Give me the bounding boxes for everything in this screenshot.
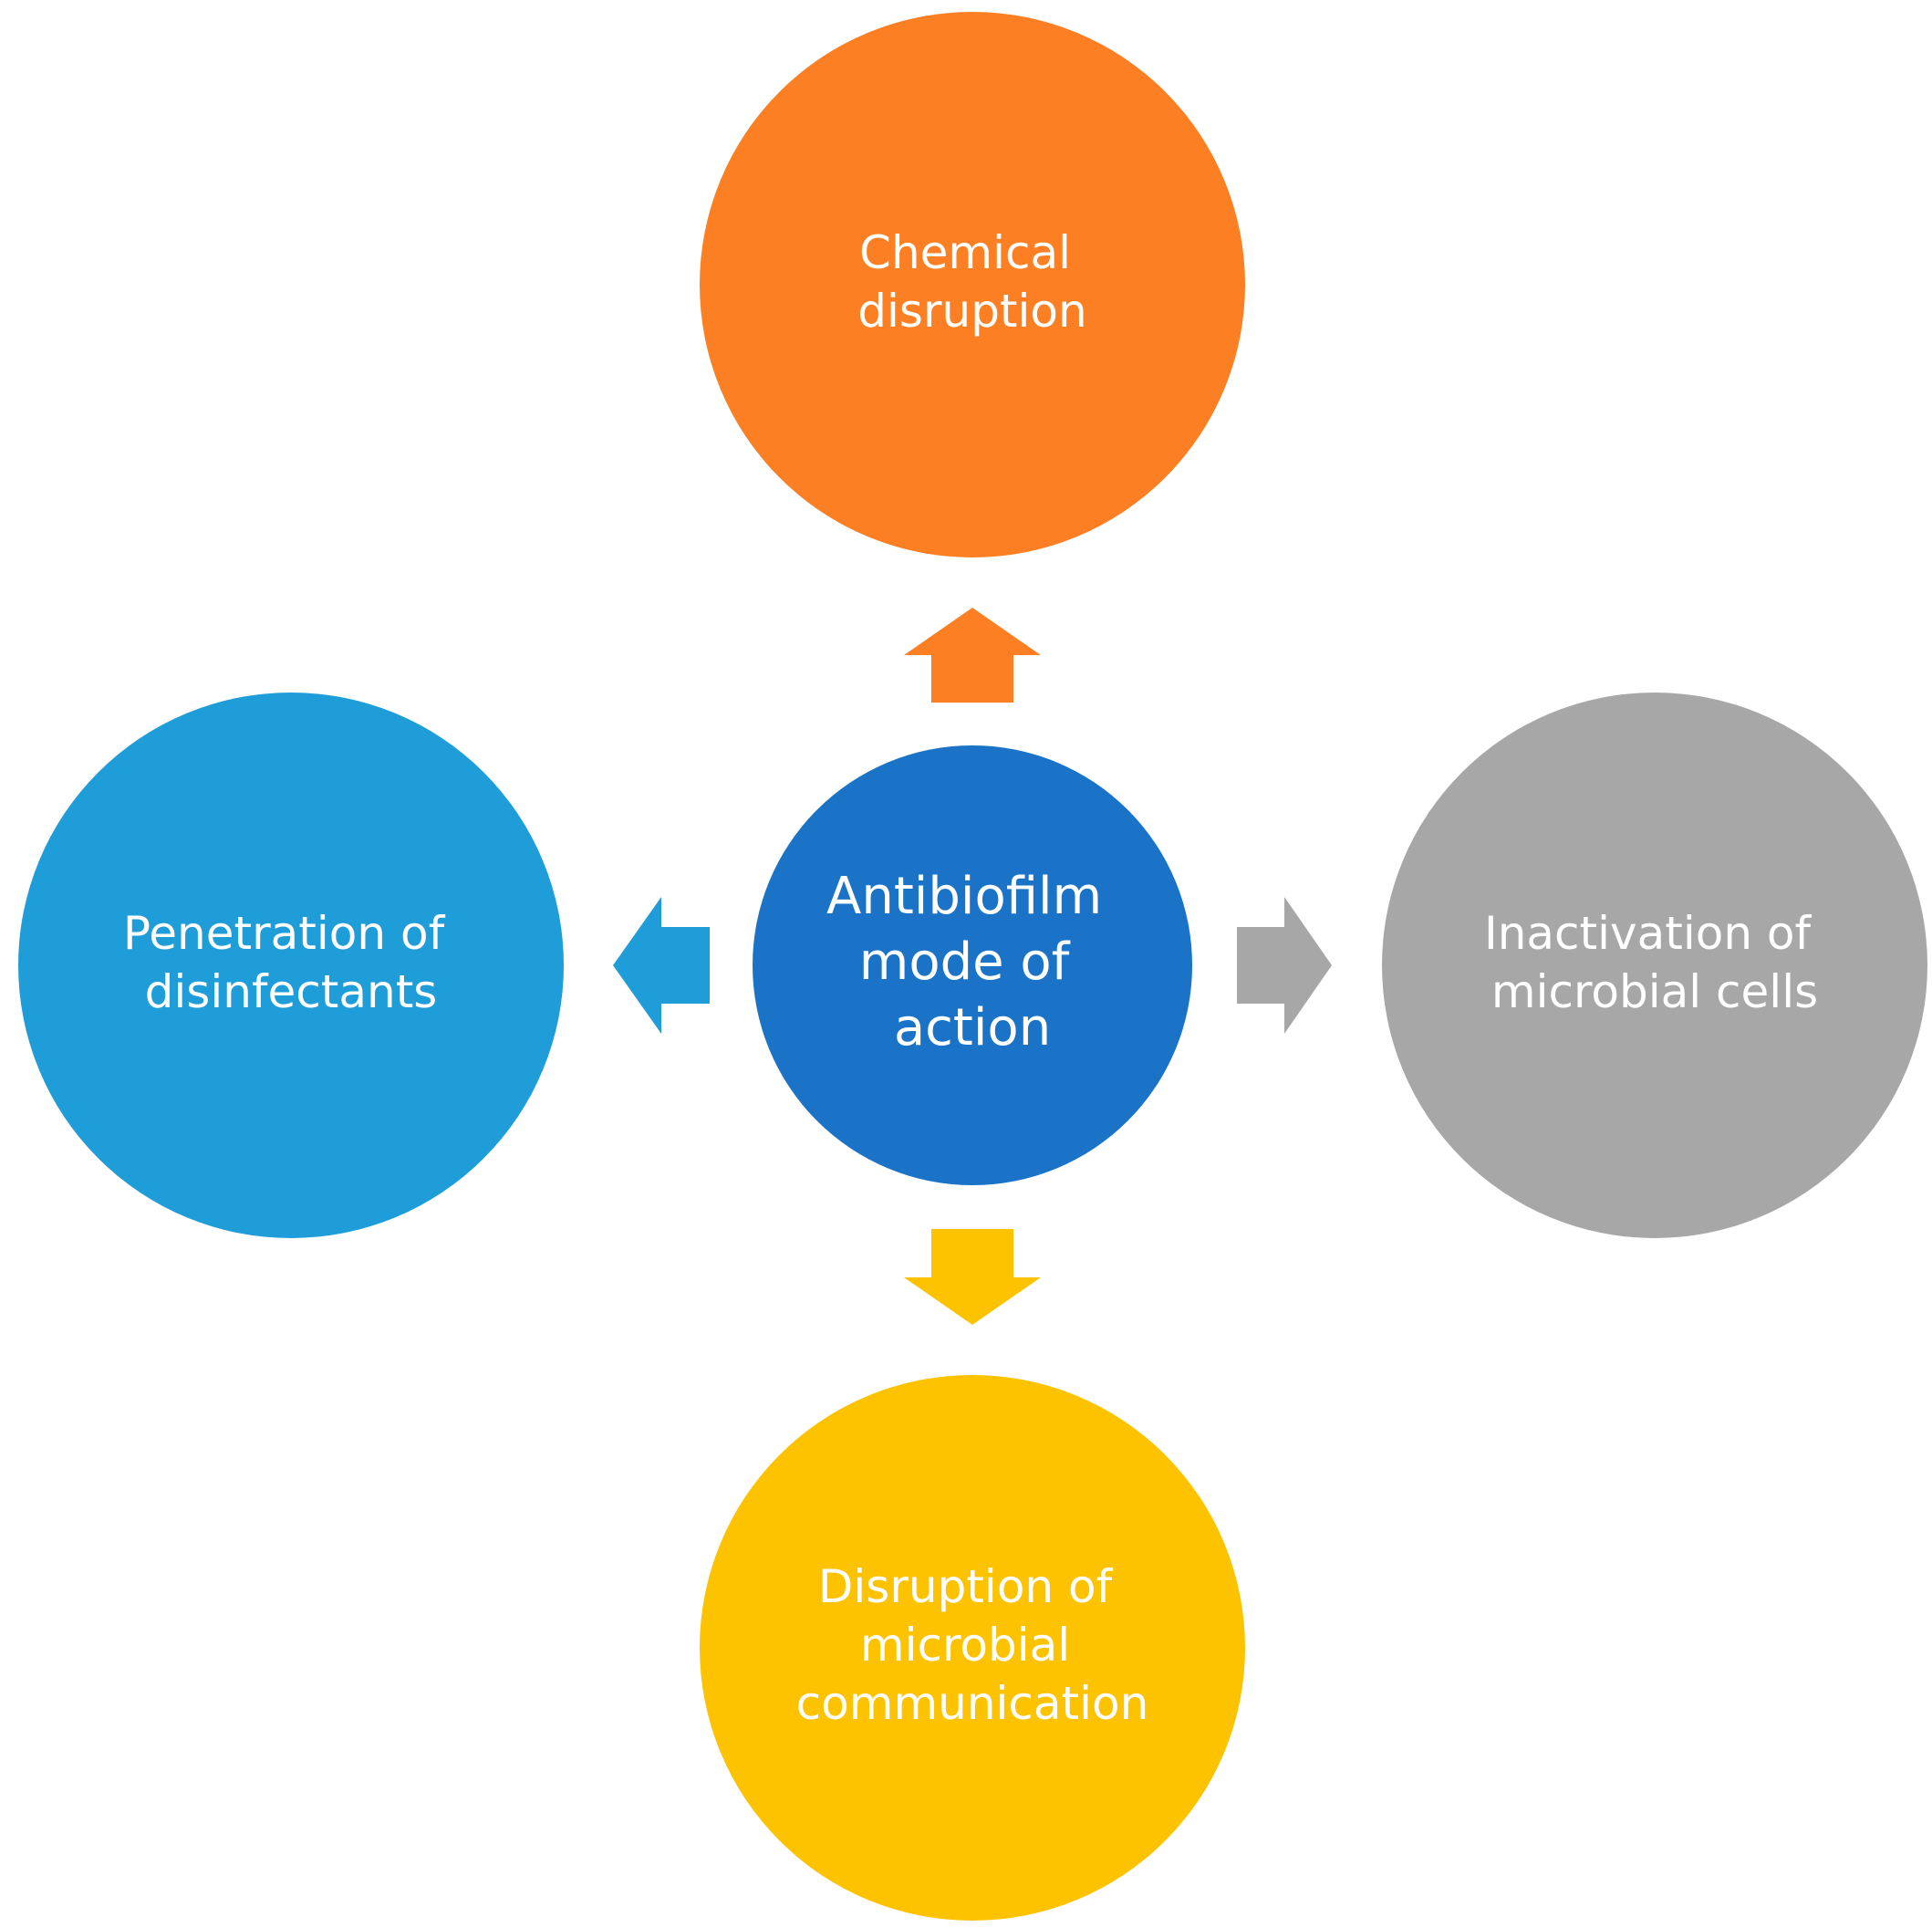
node-left-line-1: Penetration of xyxy=(123,907,446,960)
node-right-circle xyxy=(1382,693,1927,1238)
node-right: Inactivation of microbial cells xyxy=(1382,693,1927,1238)
node-bottom-line-1: Disruption of xyxy=(818,1560,1114,1613)
arrow-down xyxy=(904,1229,1041,1325)
node-top-label: Chemical disruption xyxy=(857,226,1086,338)
node-left-line-2: disinfectants xyxy=(145,965,438,1018)
node-left: Penetration of disinfectants xyxy=(18,693,564,1238)
node-right-label: Inactivation of microbial cells xyxy=(1484,907,1825,1018)
node-bottom-label: Disruption of microbial communication xyxy=(796,1560,1149,1730)
center-line-1: Antibiofilm xyxy=(826,867,1102,926)
node-bottom-circle xyxy=(700,1375,1245,1921)
node-top-line-1: Chemical xyxy=(859,226,1071,279)
node-top: Chemical disruption xyxy=(700,12,1245,557)
node-left-label: Penetration of disinfectants xyxy=(123,907,459,1018)
center-node: Antibiofilm mode of action xyxy=(753,745,1192,1185)
arrow-left xyxy=(613,897,710,1034)
center-line-2: mode of xyxy=(859,932,1071,992)
arrow-up xyxy=(904,608,1041,703)
node-right-line-1: Inactivation of xyxy=(1484,907,1813,960)
center-line-3: action xyxy=(894,998,1051,1057)
node-top-line-2: disruption xyxy=(857,285,1086,338)
node-left-circle xyxy=(18,693,564,1238)
node-right-line-2: microbial cells xyxy=(1491,965,1818,1018)
center-node-circle xyxy=(753,745,1192,1185)
node-bottom-line-3: communication xyxy=(796,1677,1149,1730)
node-bottom-line-2: microbial xyxy=(860,1619,1070,1672)
arrow-right xyxy=(1237,897,1332,1034)
node-bottom: Disruption of microbial communication xyxy=(700,1375,1245,1921)
node-top-circle xyxy=(700,12,1245,557)
center-node-label: Antibiofilm mode of action xyxy=(826,867,1118,1057)
